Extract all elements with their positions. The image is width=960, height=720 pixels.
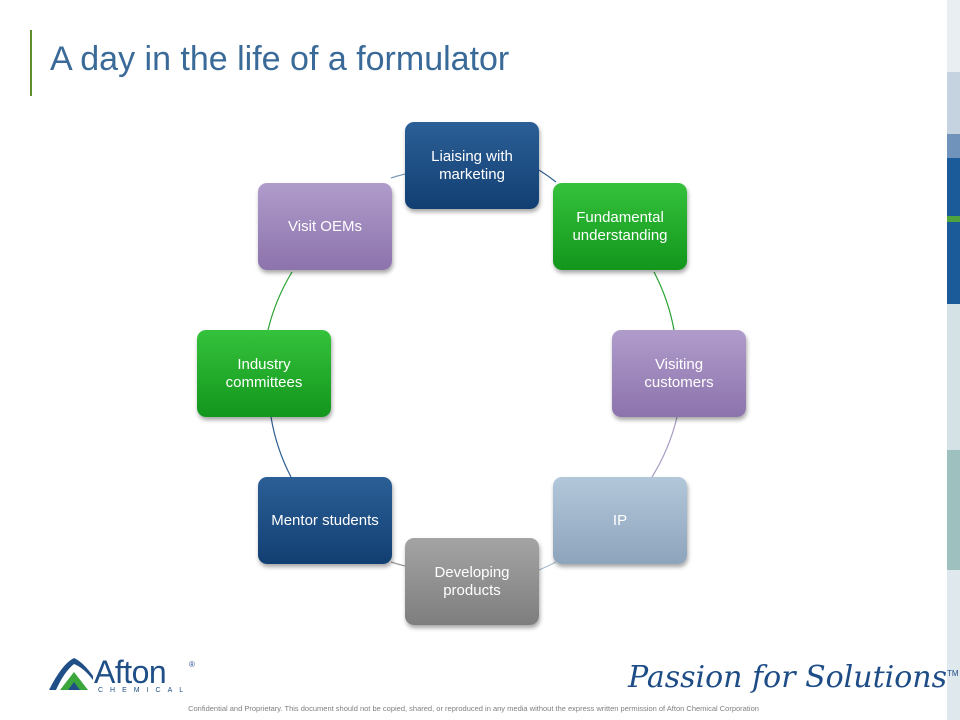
connector-arc [651,416,678,478]
cycle-step-fundamental-understanding: Fundamental understanding [553,183,687,270]
stripe-segment [947,216,960,222]
stripe-segment [947,222,960,304]
stripe-segment [947,304,960,450]
connector-arc [270,416,292,478]
connector-arc [538,169,557,183]
logo-subtitle: CHEMICAL [98,687,191,694]
tagline-text: Passion for Solutions [628,660,948,695]
cycle-step-mentor-students: Mentor students [258,477,392,564]
stripe-segment [947,158,960,216]
cycle-step-liaising-with-marketing: Liaising with marketing [405,122,539,209]
cycle-step-industry-committees: Industry committees [197,330,331,417]
afton-mountain-icon [49,658,93,690]
title-rule [30,30,32,96]
cycle-step-developing-products: Developing products [405,538,539,625]
logo-wordmark: Afton [94,654,167,690]
tagline-trademark: TM [947,669,959,678]
afton-logo: Afton ® CHEMICAL [48,654,198,696]
cycle-step-ip: IP [553,477,687,564]
connector-arc [390,173,406,179]
stripe-segment [947,450,960,570]
stripe-segment [947,72,960,134]
cycle-step-visiting-customers: Visiting customers [612,330,746,417]
connector-arc [267,271,293,331]
stripe-segment [947,570,960,720]
connector-arc [653,271,675,331]
side-stripe [947,0,960,720]
confidentiality-footer: Confidential and Proprietary. This docum… [188,704,759,713]
slide-title: A day in the life of a formulator [50,40,510,78]
logo-registered-mark: ® [189,660,195,669]
cycle-step-visit-oems: Visit OEMs [258,183,392,270]
tagline: Passion for SolutionsTM [628,660,959,695]
stripe-segment [947,0,960,72]
connector-arc [538,561,557,571]
stripe-segment [947,134,960,158]
connector-arc [390,561,406,567]
